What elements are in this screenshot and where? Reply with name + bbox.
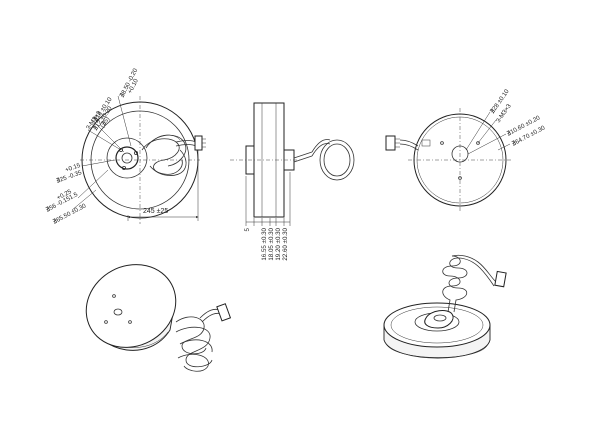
front-screw-hole-3	[122, 165, 127, 170]
iso-left-coil	[175, 308, 223, 372]
iso-right-coil	[442, 254, 497, 313]
leader-hub	[81, 159, 116, 167]
rear-connector	[385, 135, 396, 151]
front-hub	[115, 146, 139, 170]
iso-view-right	[383, 254, 507, 359]
side-dim-16-55: 16.55 ±0.30	[261, 227, 268, 260]
front-connector	[194, 135, 203, 151]
front-screw-hole-2	[133, 150, 138, 155]
side-view: 5 16.55 ±0.30 18.05 ±0.30 19.20 ±0.30 22…	[230, 102, 355, 261]
rear-leader-center	[467, 133, 507, 155]
front-coiled-cable	[141, 134, 197, 176]
leader-stator	[77, 169, 109, 199]
side-cable	[311, 139, 331, 153]
side-dim-5: 5	[244, 227, 251, 231]
iso-left-face	[85, 264, 177, 348]
front-stator-ring	[106, 137, 148, 179]
rear-screw-hole-3	[458, 176, 462, 180]
side-dim-19-20: 19.20 ±0.30	[275, 227, 282, 260]
side-dim-18-05: 18.05 ±0.30	[268, 227, 275, 260]
side-dim-22-60: 22.60 ±0.30	[282, 227, 289, 260]
iso-view-left	[85, 264, 232, 372]
iso-right-connector	[494, 270, 507, 288]
front-screw-hole-1	[119, 147, 124, 152]
leader-cable-dia	[117, 95, 132, 147]
rear-leader-outer	[497, 143, 511, 151]
iso-left-center-hole	[113, 308, 123, 316]
iso-right-cable-exit	[424, 310, 454, 329]
rear-view: ∄28 ±0.10 3-M3×3 ∄10.60 ±0.20 ∄64.70 ±0.…	[385, 88, 547, 212]
side-cable-loop-outer	[319, 139, 355, 181]
rear-screw-hole-2	[476, 141, 480, 145]
dim-cable-length: 245 ±25	[143, 208, 168, 215]
rear-cable	[399, 139, 419, 147]
rear-leader-pcd	[465, 111, 491, 151]
iso-right-center-hole	[433, 314, 447, 322]
side-cable-loop-inner	[323, 143, 351, 177]
front-center-hole	[121, 152, 133, 164]
rear-leader-thread	[477, 119, 497, 144]
leader-outer	[71, 189, 97, 211]
rear-screw-hole-1	[440, 141, 444, 145]
front-view: ∄8.50 -0.20 +0.10 ∄18 ±0.10 3-M3×3 ∄12 ±…	[45, 67, 206, 226]
iso-left-connector	[216, 303, 232, 322]
leader-thread	[87, 129, 122, 151]
leader-hole	[91, 119, 125, 153]
